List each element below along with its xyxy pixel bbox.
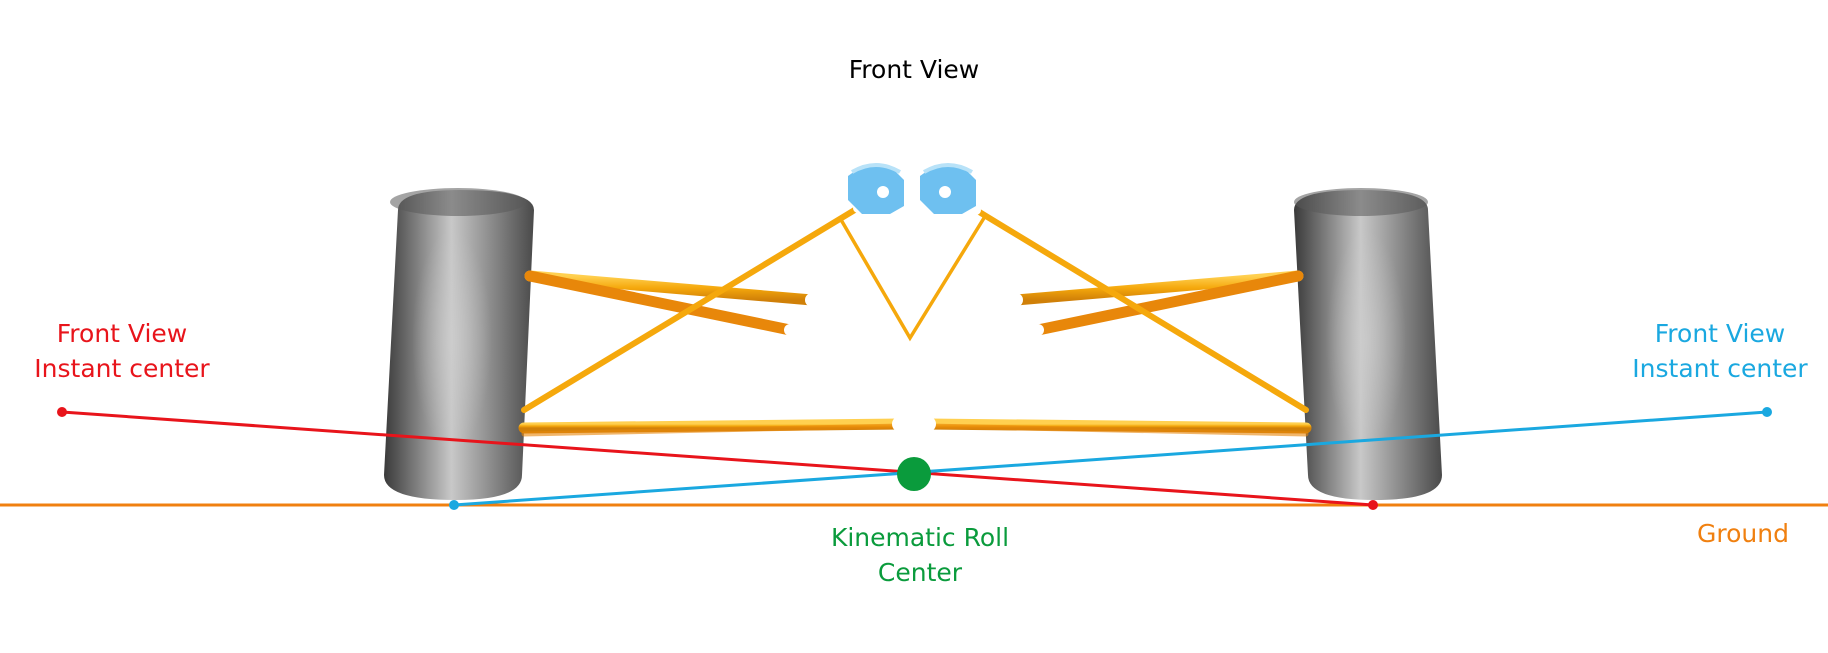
roll-center-label-line1: Kinematic Roll: [830, 523, 1010, 552]
right-instant-center-line: [453, 410, 1768, 507]
diagram-title: Front View: [848, 55, 980, 84]
left-tire: [384, 188, 534, 500]
upper-wishbones: [524, 270, 1304, 336]
lower-wishbones: [518, 418, 1312, 437]
pushrods: [521, 205, 1309, 413]
left-instant-center-point: [57, 407, 67, 417]
left-instant-center-label-line2: Instant center: [34, 354, 210, 383]
ground-label: Ground: [1697, 519, 1789, 548]
pivot-joints: [784, 203, 1044, 432]
right-instant-center-label-line2: Instant center: [1632, 354, 1808, 383]
right-tire: [1294, 188, 1442, 500]
left-contact-patch-point: [449, 500, 459, 510]
left-instant-center-label: Front View Instant center: [0, 316, 244, 386]
left-instant-center-line: [61, 410, 1374, 507]
roll-center-label: Kinematic Roll Center: [780, 520, 1060, 590]
shock-absorbers: [848, 163, 976, 214]
left-instant-center-label-line1: Front View: [56, 319, 188, 348]
roll-center-label-line2: Center: [877, 558, 963, 587]
rocker-links: [838, 216, 986, 342]
right-instant-center-label-line1: Front View: [1654, 319, 1786, 348]
right-instant-center-label: Front View Instant center: [1598, 316, 1828, 386]
roll-center-point: [897, 457, 931, 491]
right-instant-center-point: [1762, 407, 1772, 417]
right-contact-patch-point: [1368, 500, 1378, 510]
